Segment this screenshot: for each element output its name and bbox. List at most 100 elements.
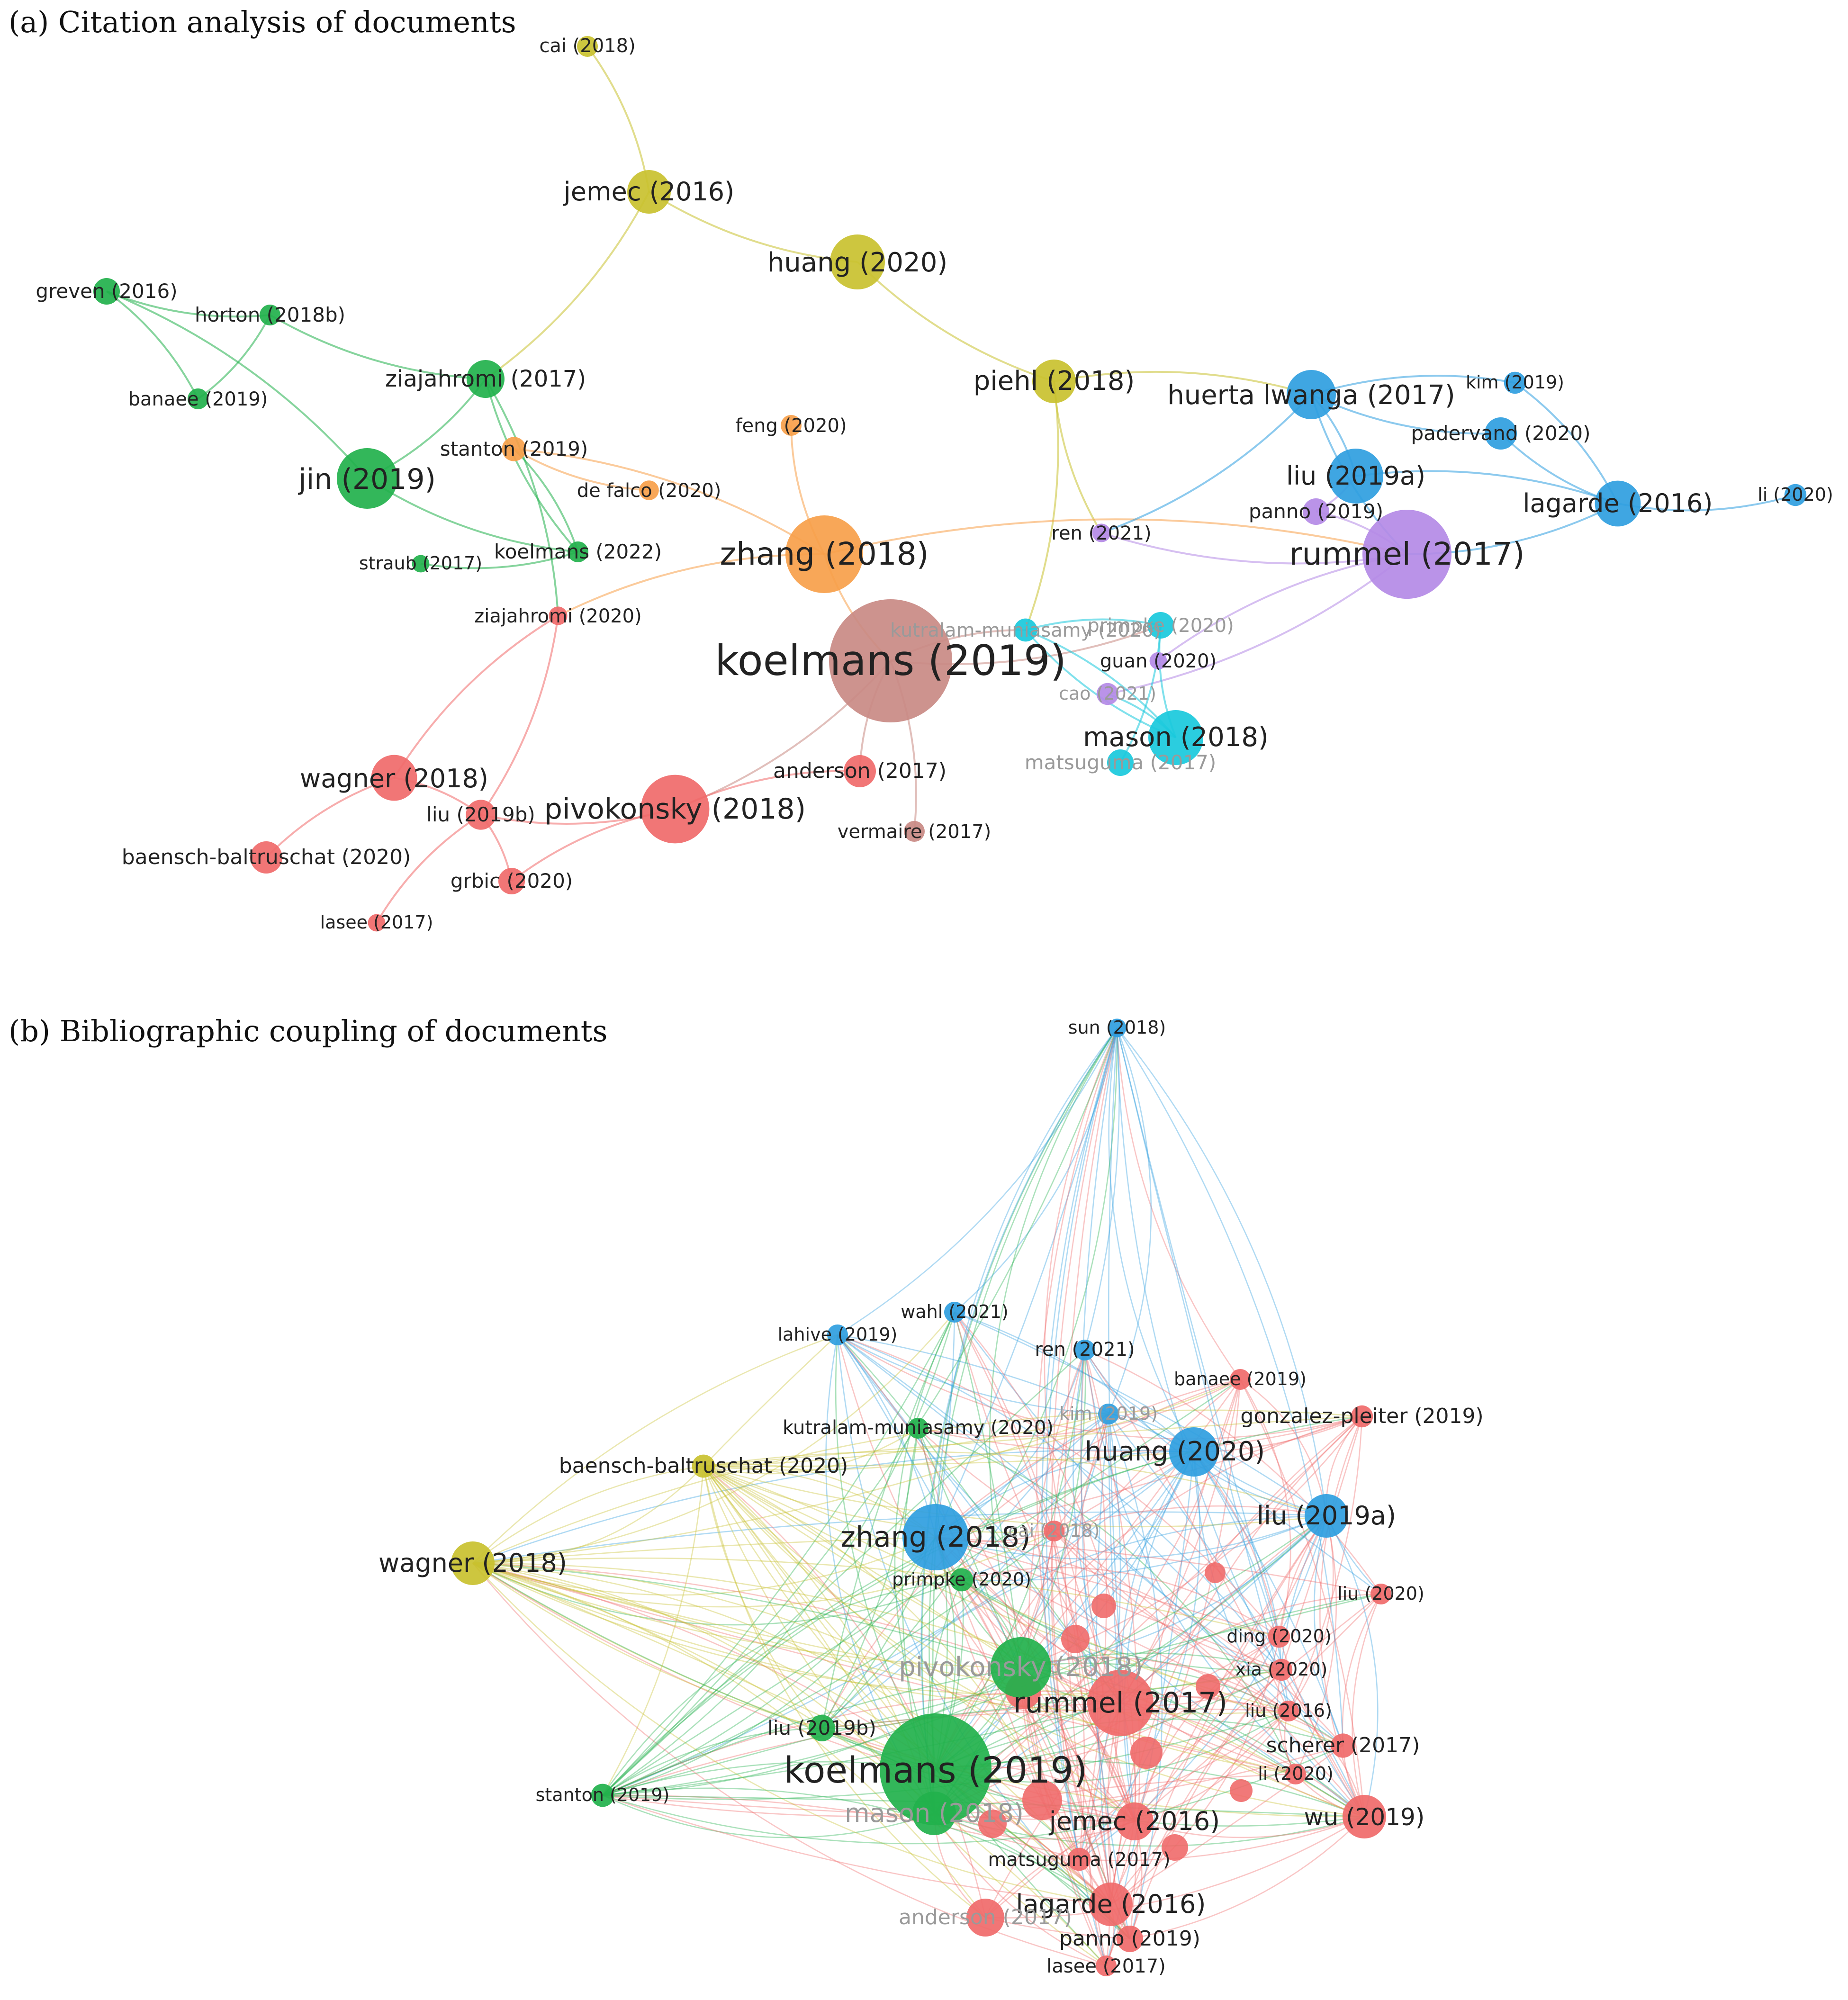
edge-ziajahromi2020-wagner2018 (393, 615, 559, 779)
coupling-edge (821, 1708, 1289, 1729)
coupling-edge (918, 1415, 1362, 1452)
coupling-edge (703, 1466, 1296, 1775)
node-liu2020 (1370, 1584, 1391, 1604)
node-zhang2018 (785, 515, 863, 593)
node-liu2019b (466, 800, 496, 830)
coupling-edge (703, 1427, 919, 1475)
edge-liu2019b-lasee2017 (376, 814, 482, 924)
label-matsuguma2017: matsuguma (2017) (1025, 751, 1217, 774)
coupling-edge (933, 1813, 1107, 1967)
unlabeled-node (1130, 1737, 1163, 1769)
coupling-edge (929, 1027, 1118, 1770)
label-xia2020: xia (2020) (1235, 1659, 1328, 1680)
node-lasee2017 (1096, 1955, 1117, 1976)
edge-ziajahromi2017-koelmans2022 (485, 378, 579, 553)
coupling-edge (472, 1562, 1289, 1715)
node-wu2019 (1343, 1795, 1386, 1838)
coupling-edge (472, 1466, 704, 1564)
coupling-edge (935, 1414, 1109, 1770)
coupling-edge (703, 1465, 1327, 1528)
node-grbic2020 (498, 868, 525, 894)
coupling-edge (985, 1820, 1135, 1918)
coupling-edge (961, 1515, 1327, 1581)
node-matsuguma2017 (1067, 1847, 1091, 1871)
coupling-edge (1240, 1378, 1327, 1516)
coupling-edge (954, 1311, 1327, 1517)
coupling-edge (1044, 1027, 1121, 1703)
label-li2020: li (2020) (1258, 1763, 1334, 1784)
label-vermaire2017: vermaire (2017) (838, 821, 992, 843)
coupling-edge (1288, 1416, 1363, 1712)
label-wagner2018: wagner (2018) (379, 1548, 567, 1578)
coupling-edge (934, 1773, 1296, 1814)
node-liu2016 (1278, 1701, 1299, 1721)
label-primpke2020: primpke (2020) (892, 1569, 1031, 1590)
coupling-edge (602, 1579, 962, 1796)
coupling-edge (1110, 1515, 1327, 1905)
coupling-edge (917, 1428, 1135, 1822)
coupling-edge (472, 1562, 1021, 1668)
coupling-edge (472, 1562, 1296, 1775)
node-gonzalez2019 (1351, 1405, 1373, 1428)
coupling-edge (1129, 1669, 1282, 1939)
coupling-edge (1120, 1593, 1381, 1703)
node-primpke2020 (950, 1568, 974, 1592)
coupling-edge (935, 1378, 1241, 1770)
coupling-edge (1319, 1416, 1365, 1817)
coupling-edge (1080, 1027, 1131, 1939)
coupling-edge (961, 1579, 1136, 1822)
label-ren2021: ren (2021) (1051, 523, 1151, 544)
node-liu2019a (1328, 449, 1383, 504)
coupling-edge (935, 1536, 1343, 1746)
label-piehl2018: piehl (2018) (974, 366, 1135, 396)
label-jemec2016: jemec (2016) (563, 177, 734, 207)
coupling-edge (602, 1667, 1021, 1796)
node-feng2020 (781, 415, 802, 436)
coupling-edge (602, 1466, 704, 1796)
coupling-edge (954, 1312, 1136, 1822)
coupling-edge (472, 1562, 1365, 1818)
coupling-edge (703, 1466, 986, 1919)
edge-defalco2020-stanton2019 (513, 448, 649, 491)
coupling-edge (602, 1593, 1381, 1796)
coupling-edge (1051, 1350, 1112, 1905)
label-feng2020: feng (2020) (735, 415, 847, 437)
node-koelmans2019 (880, 1713, 992, 1825)
coupling-edge (954, 1312, 1282, 1670)
coupling-edge (472, 1536, 936, 1564)
coupling-edge (837, 1334, 1135, 1822)
node-kutralam2020 (1014, 618, 1037, 642)
node-matsuguma2017 (1107, 749, 1134, 776)
edge-piehl2018-ren2021 (1053, 381, 1102, 534)
node-kim2019 (1504, 371, 1526, 394)
node-ziajahromi2017 (467, 360, 505, 398)
coupling-edge (1020, 1657, 1289, 1712)
label-koelmans2019: koelmans (2019) (715, 636, 1066, 685)
coupling-edge (935, 1415, 1362, 1770)
coupling-edge (472, 1413, 1109, 1564)
label-wagner2018: wagner (2018) (300, 764, 488, 793)
node-lagarde2016 (1595, 480, 1641, 527)
coupling-edge (1080, 1350, 1136, 1822)
coupling-edge (1020, 1662, 1343, 1747)
label-liu2020: liu (2020) (1337, 1583, 1424, 1604)
coupling-edge (703, 1466, 1111, 1905)
coupling-edge (954, 1312, 1022, 1668)
label-scherer2017: scherer (2017) (1266, 1733, 1420, 1757)
label-liu2019b: liu (2019b) (426, 803, 535, 826)
coupling-edge (954, 1311, 1194, 1452)
coupling-edge (985, 1593, 1381, 1918)
coupling-edge (602, 1378, 1241, 1796)
panel-b-coupling-network: sun (2018)wahl (2021)lahive (2019)ren (2… (379, 1017, 1484, 1977)
label-cai2018: cai (2018) (539, 35, 635, 57)
node-sun2018 (1108, 1018, 1127, 1037)
coupling-edge (837, 1027, 1118, 1336)
coupling-edge (703, 1466, 823, 1729)
coupling-edge (935, 1350, 1086, 1770)
node-huerta2017 (1287, 370, 1336, 419)
coupling-edge (989, 1027, 1118, 1668)
edge-lagarde2016-li2020 (1617, 494, 1796, 512)
coupling-edge (821, 1428, 919, 1729)
coupling-edge (472, 1562, 936, 1770)
coupling-edge (602, 1727, 822, 1796)
